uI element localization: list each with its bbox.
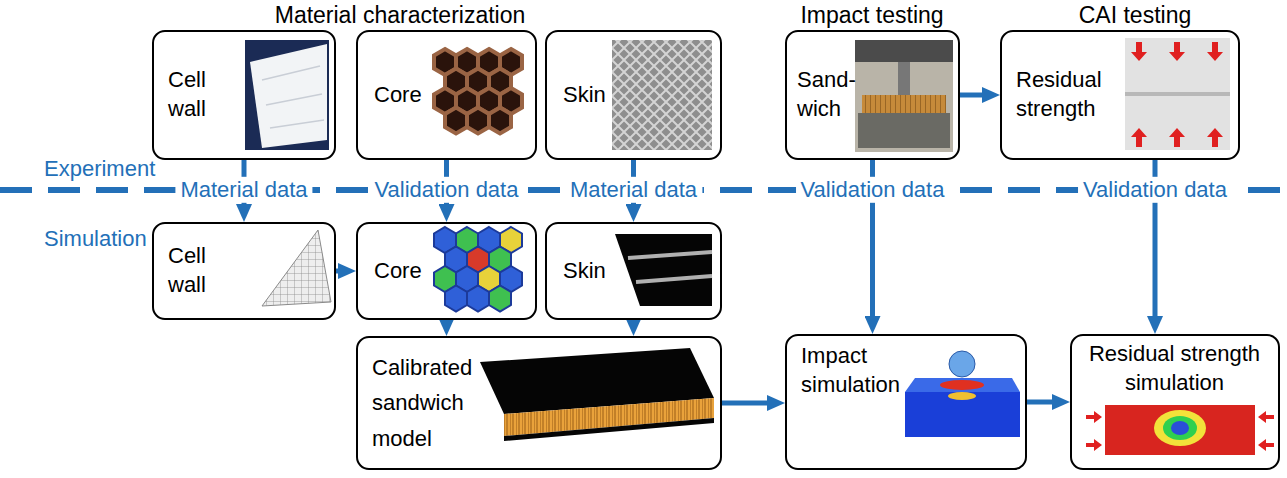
- impact-model-part: [948, 392, 976, 400]
- core-fe-model-part: [467, 286, 489, 312]
- box-text: Core: [374, 257, 444, 286]
- residual-model-part-part: [1258, 439, 1274, 451]
- cai-specimen-photo-part: [1125, 38, 1230, 150]
- core-fe-model-part: [489, 286, 511, 312]
- skin-photo: [612, 40, 712, 150]
- impact-model-part: [905, 392, 1020, 437]
- impact-model-part: [949, 351, 975, 377]
- box-text: Calibrated sandwich model: [372, 350, 490, 456]
- sandwich-test-photo: [855, 40, 953, 152]
- box-text: Impact simulation: [801, 342, 913, 399]
- process-box: Skin: [545, 30, 722, 160]
- residual-model-part-part: [1086, 439, 1102, 451]
- cai-specimen-photo-part-part: [1131, 42, 1147, 61]
- cell-wall-mesh: [262, 230, 331, 306]
- cai-specimen-photo-part-part: [1131, 128, 1147, 147]
- impact-model-part: [940, 380, 984, 390]
- cai-specimen-photo: [1125, 38, 1230, 150]
- cai-specimen-photo-part: [1125, 92, 1230, 96]
- residual-model-part: [1086, 411, 1274, 451]
- box-text: Core: [374, 81, 444, 110]
- row-label: Simulation: [44, 226, 147, 252]
- process-box: Impact simulation: [785, 334, 1027, 470]
- edge-label: Validation data: [1078, 177, 1232, 203]
- cell-wall-mesh-part: [262, 230, 331, 306]
- skin-photo-part: [612, 40, 712, 150]
- cell-wall-photo: [245, 40, 329, 150]
- core-photo-part: [489, 108, 511, 134]
- process-box: Skin: [545, 222, 722, 320]
- cell-wall-photo-part: [262, 66, 324, 128]
- sandwich-test-photo-part: [855, 40, 953, 62]
- box-text: Skin: [563, 81, 627, 110]
- section-heading: Material characterization: [275, 2, 526, 30]
- cai-specimen-photo-part-part: [1169, 42, 1185, 61]
- core-fe-model-part: [445, 286, 467, 312]
- box-text: Residual strength simulation: [1072, 340, 1277, 397]
- process-box: Sand-wich: [785, 30, 960, 160]
- box-text: Sand-wich: [797, 66, 859, 123]
- box-text: Residual strength: [1016, 66, 1120, 123]
- flow-arrow: [960, 93, 992, 98]
- residual-model-part-part: [1086, 411, 1102, 423]
- process-box: Residual strength simulation: [1070, 334, 1280, 470]
- sandwich-model: [480, 348, 714, 441]
- box-text: Cell wall: [168, 66, 240, 123]
- process-box: Calibrated sandwich model: [356, 336, 722, 470]
- flow-arrow: [1027, 400, 1062, 405]
- sandwich-test-photo-part: [862, 95, 946, 113]
- cell-wall-photo-part: [250, 44, 327, 148]
- cell-wall-photo-part: [245, 40, 329, 150]
- impact-model: [905, 351, 1020, 437]
- residual-model-part: [1171, 421, 1189, 435]
- section-heading: CAI testing: [1079, 2, 1192, 30]
- edge-label: Validation data: [796, 177, 950, 203]
- process-box: Core: [356, 30, 537, 160]
- impact-model-part: [905, 378, 1020, 392]
- box-text: Cell wall: [168, 242, 240, 299]
- residual-model: [1086, 405, 1274, 455]
- core-photo-part: [445, 108, 467, 134]
- skin-layers-part: [615, 234, 712, 306]
- flow-arrow: [444, 320, 449, 328]
- edge-label: Material data: [565, 177, 702, 203]
- sandwich-test-photo-part: [858, 113, 950, 148]
- section-heading: Impact testing: [800, 2, 943, 30]
- sandwich-test-photo-part: [855, 40, 953, 152]
- cai-specimen-photo-part: [1131, 42, 1223, 147]
- residual-model-part: [1154, 410, 1206, 446]
- sandwich-model-part: [504, 418, 714, 441]
- flow-arrow: [722, 401, 777, 406]
- box-text: Skin: [563, 257, 627, 286]
- row-label: Experiment: [44, 156, 155, 182]
- residual-model-part-part: [1258, 411, 1274, 423]
- cai-specimen-photo-part-part: [1207, 42, 1223, 61]
- edge-label: Validation data: [370, 177, 524, 203]
- flow-arrow: [631, 320, 636, 328]
- core-photo-part: [467, 108, 489, 134]
- cai-specimen-photo-part-part: [1207, 128, 1223, 147]
- process-box: Cell wall: [152, 30, 336, 160]
- core-photo: [434, 49, 522, 134]
- cai-specimen-photo-part-part: [1169, 128, 1185, 147]
- skin-layers: [615, 234, 712, 306]
- core-fe-model: [434, 227, 522, 312]
- process-box: Core: [356, 222, 537, 320]
- residual-model-part: [1105, 405, 1255, 455]
- flow-arrow: [336, 269, 348, 274]
- process-box: Cell wall: [152, 222, 336, 320]
- residual-model-part: [1163, 416, 1197, 440]
- edge-label: Material data: [175, 177, 312, 203]
- skin-layers-part: [628, 252, 712, 282]
- process-box: Residual strength: [1000, 30, 1240, 160]
- sandwich-test-photo-part: [898, 62, 910, 95]
